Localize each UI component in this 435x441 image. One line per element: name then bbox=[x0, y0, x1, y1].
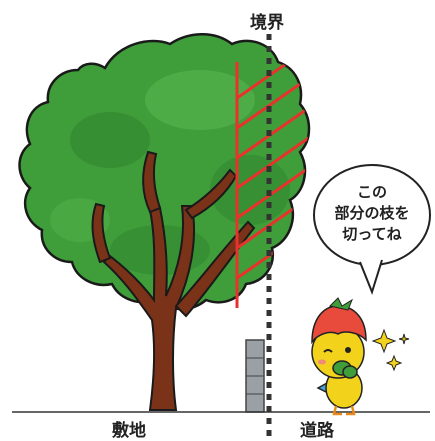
speech-line-3: 切ってね bbox=[342, 225, 402, 243]
road-label: 道路 bbox=[300, 421, 334, 441]
site-label: 敷地 bbox=[112, 421, 146, 441]
speech-bubble bbox=[313, 164, 431, 295]
block-wall bbox=[245, 339, 265, 413]
speech-line-1: この bbox=[356, 183, 387, 201]
speech-bubble-text: この 部分の枝を 切ってね bbox=[322, 182, 422, 245]
speech-line-2: 部分の枝を bbox=[334, 204, 410, 222]
tree-trunk bbox=[91, 150, 256, 411]
tomato-mascot-icon bbox=[311, 297, 367, 416]
boundary-label: 境界 bbox=[250, 13, 284, 33]
sparkle-icon bbox=[371, 328, 410, 372]
